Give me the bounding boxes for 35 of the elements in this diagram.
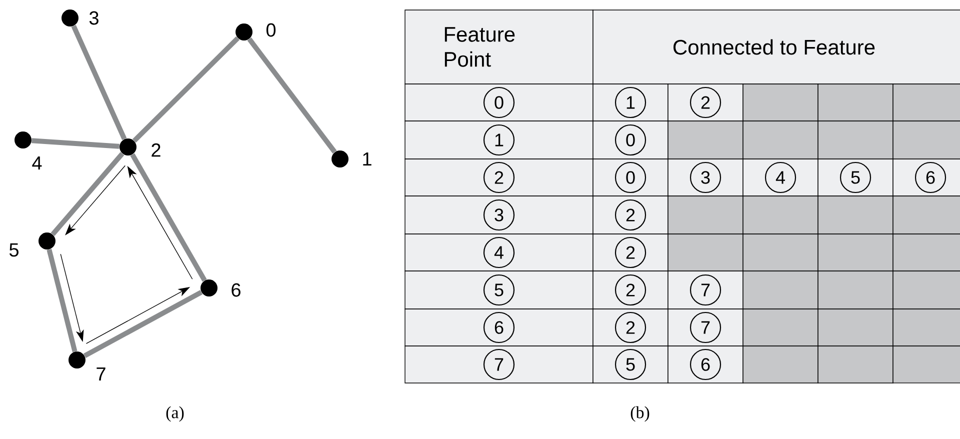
- graph-edge: [32, 138, 120, 149]
- table-cell: 2: [592, 308, 668, 346]
- table-cell: 1: [592, 84, 668, 122]
- point-label: 5: [9, 243, 18, 257]
- point-label: 1: [363, 152, 372, 166]
- point-label: 6: [232, 283, 240, 297]
- table-cell: 7: [668, 308, 744, 346]
- table-cell: 2: [592, 196, 668, 234]
- table-cell: 4: [742, 158, 818, 196]
- table-cell: 2: [668, 84, 744, 122]
- graph-edge: [50, 152, 124, 236]
- point-label: 7: [96, 367, 106, 381]
- table-cell: 5: [818, 158, 894, 196]
- table-cell: 2: [592, 270, 668, 310]
- table-cell: 7: [668, 270, 744, 310]
- graph-edge: [71, 24, 127, 140]
- table-cell: 2: [592, 234, 668, 272]
- header-cell: Feature Point: [404, 10, 594, 84]
- point-label: 2: [152, 143, 160, 157]
- graph-edge: [130, 153, 207, 282]
- table-cell: 6: [892, 158, 960, 196]
- graph-edge: [132, 36, 240, 143]
- table-cell: 3: [668, 158, 744, 196]
- graph-edge: [46, 248, 78, 352]
- table-cell: 0: [592, 158, 668, 196]
- table-cell: 0: [592, 120, 668, 160]
- graph-edge: [247, 37, 337, 154]
- point-label: 0: [266, 23, 276, 37]
- panel-caption: (a): [166, 406, 184, 422]
- table-cell: 5: [592, 346, 668, 384]
- table-cell: 6: [668, 346, 744, 384]
- panel-caption: (b): [630, 406, 650, 422]
- graph-edge: [83, 290, 203, 358]
- point-label: 3: [89, 11, 98, 25]
- point-label: 4: [32, 156, 42, 170]
